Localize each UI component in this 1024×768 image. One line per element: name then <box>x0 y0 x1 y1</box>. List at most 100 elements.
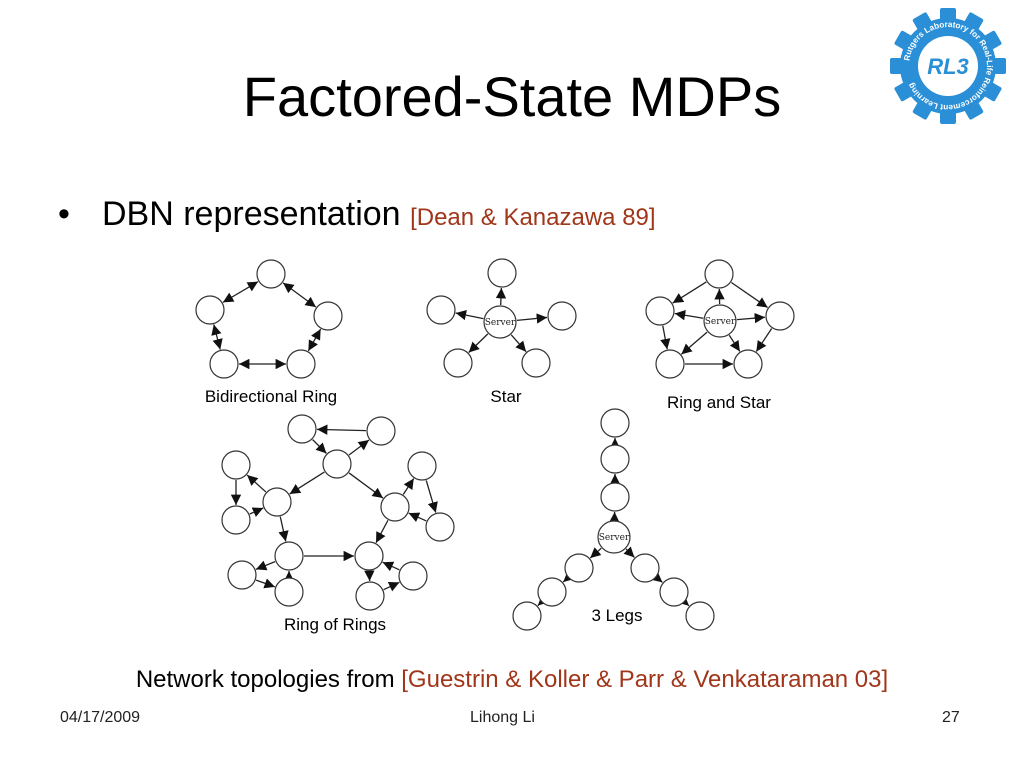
directed-edge <box>651 571 663 583</box>
directed-edge <box>255 578 276 589</box>
topology-label-star: Star <box>490 387 522 406</box>
figure-caption: Network topologies from [Guestrin & Koll… <box>0 664 1024 696</box>
network-node <box>366 416 396 446</box>
network-node <box>600 482 630 512</box>
topology-label-ring-and-star: Ring and Star <box>667 393 771 412</box>
directed-edge <box>246 474 267 493</box>
directed-edge <box>278 516 289 542</box>
directed-edge <box>755 328 773 352</box>
directed-edge <box>495 287 507 306</box>
directed-edge <box>672 281 707 304</box>
network-node <box>645 296 675 326</box>
network-node <box>600 444 630 474</box>
directed-edge <box>249 507 264 517</box>
network-node <box>354 541 384 571</box>
footer-date: 04/17/2009 <box>60 709 141 726</box>
directed-edge <box>402 478 415 495</box>
directed-edge <box>375 519 389 544</box>
directed-edge <box>408 512 427 523</box>
directed-edge <box>316 424 367 435</box>
network-node <box>600 408 630 438</box>
bidirectional-edge <box>211 324 223 350</box>
network-node <box>655 349 685 379</box>
server-node-label: Server <box>705 317 736 327</box>
bullet-text: DBN representation <box>102 195 401 233</box>
directed-edge <box>680 331 708 355</box>
directed-edge <box>562 571 575 583</box>
network-node <box>659 577 689 607</box>
directed-edge <box>348 439 370 456</box>
footer-author: Lihong Li <box>470 709 535 726</box>
directed-edge <box>677 594 690 607</box>
network-node <box>765 301 795 331</box>
topology-label-3-legs: 3 Legs <box>591 606 642 625</box>
network-node <box>256 259 286 289</box>
network-node <box>426 295 456 325</box>
directed-edge <box>736 312 766 324</box>
network-node <box>322 449 352 479</box>
bullet-dbn-representation: • DBN representation [Dean & Kanazawa 89] <box>58 192 656 240</box>
directed-edge <box>383 581 400 592</box>
server-node: Server <box>703 304 737 338</box>
network-node <box>487 258 517 288</box>
network-node <box>537 577 567 607</box>
network-node <box>547 301 577 331</box>
directed-edge <box>660 325 671 350</box>
caption-citation: [Guestrin & Koller & Parr & Venkataraman… <box>401 666 889 693</box>
caption-text: Network topologies from <box>135 666 395 693</box>
network-node <box>274 577 304 607</box>
network-node <box>704 259 734 289</box>
network-node <box>262 487 292 517</box>
network-node <box>287 414 317 444</box>
network-node <box>313 301 343 331</box>
directed-edge <box>255 560 276 571</box>
network-node <box>380 492 410 522</box>
network-node <box>221 450 251 480</box>
directed-edge <box>674 310 704 321</box>
topology-label-bidirectional-ring: Bidirectional Ring <box>205 387 337 406</box>
directed-edge <box>289 471 325 495</box>
bidirectional-edge <box>307 328 322 352</box>
directed-edge <box>623 546 635 558</box>
network-node <box>521 348 551 378</box>
server-node: Server <box>597 520 631 554</box>
network-node <box>512 601 542 631</box>
network-node <box>564 553 594 583</box>
network-node <box>286 349 316 379</box>
bidirectional-edge <box>222 281 259 303</box>
directed-edge <box>425 480 438 513</box>
directed-edge <box>728 334 741 352</box>
network-node <box>398 561 428 591</box>
directed-edge <box>382 561 400 572</box>
directed-edge <box>537 594 549 607</box>
directed-edge <box>312 439 327 454</box>
directed-edge <box>589 547 602 559</box>
network-node <box>407 451 437 481</box>
network-node <box>221 505 251 535</box>
directed-edge <box>348 472 384 499</box>
network-node <box>209 349 239 379</box>
slide-title: Factored-State MDPs <box>242 65 782 128</box>
rl3-logo: Rutgers Laboratory for Real-Life Reinfor… <box>890 8 1006 124</box>
server-node: Server <box>483 305 517 339</box>
server-node-label: Server <box>485 318 516 328</box>
bullet-dot-icon: • <box>58 195 70 233</box>
network-node <box>425 512 455 542</box>
network-node <box>355 581 385 611</box>
logo-text: RL3 <box>927 54 969 79</box>
network-node <box>195 295 225 325</box>
network-node <box>733 349 763 379</box>
topology-label-ring-of-rings: Ring of Rings <box>284 615 386 634</box>
bullet-citation: [Dean & Kanazawa 89] <box>410 204 656 231</box>
server-node-label: Server <box>599 533 630 543</box>
directed-edge <box>510 334 527 353</box>
bidirectional-edge <box>282 282 317 308</box>
directed-edge <box>730 281 769 309</box>
network-node <box>227 560 257 590</box>
directed-edge <box>468 333 489 353</box>
network-node <box>274 541 304 571</box>
directed-edge <box>516 313 548 324</box>
directed-edge <box>455 309 484 321</box>
network-node <box>685 601 715 631</box>
